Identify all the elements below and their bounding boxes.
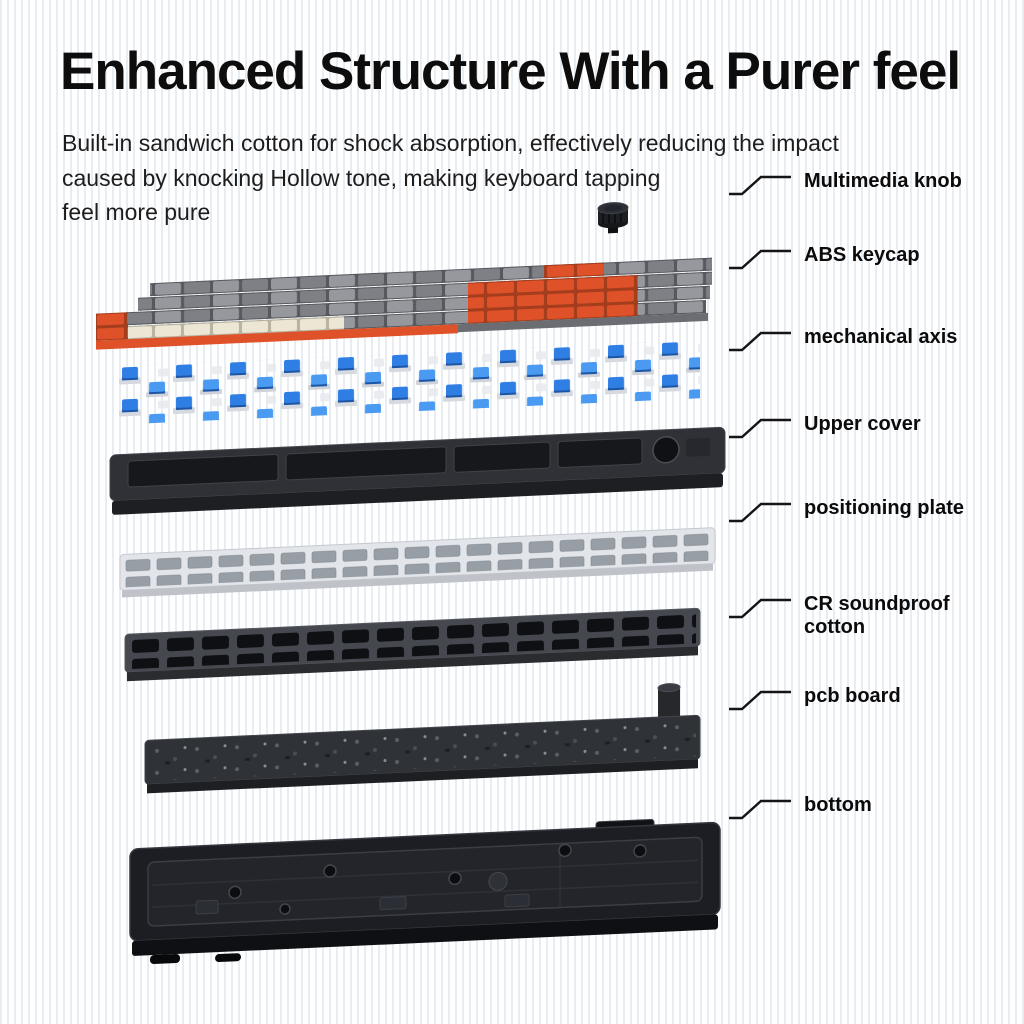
layer-pcb-board <box>144 683 701 794</box>
layer-mechanical-switches <box>118 340 700 425</box>
subtitle-line-1: Built-in sandwich cotton for shock absor… <box>62 130 839 156</box>
layer-cr-soundproof-cotton <box>124 607 701 682</box>
page-title: Enhanced Structure With a Purer feel <box>60 42 961 101</box>
layer-positioning-plate <box>119 527 716 598</box>
subtitle-line-3: feel more pure <box>62 199 211 225</box>
layer-abs-keycaps <box>96 257 712 350</box>
layer-multimedia-knob <box>597 202 629 234</box>
layer-bottom-case <box>129 818 721 965</box>
subtitle-line-2: caused by knocking Hollow tone, making k… <box>62 164 661 191</box>
page-subtitle: Built-in sandwich cotton for shock absor… <box>62 126 922 230</box>
layer-upper-cover <box>109 426 726 515</box>
